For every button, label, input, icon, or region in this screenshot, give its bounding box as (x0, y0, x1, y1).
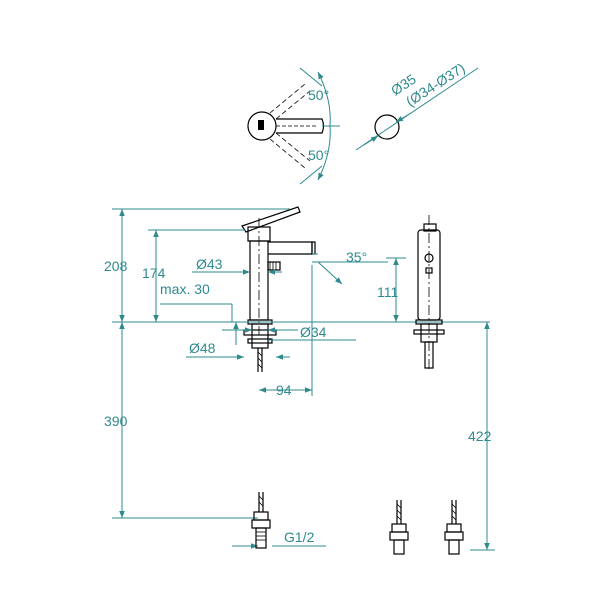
height-spout-label: 174 (142, 265, 166, 281)
spout-angle-label: 35° (346, 249, 367, 265)
rotation-lower-label: 50° (308, 147, 329, 163)
front-connector (251, 492, 271, 549)
hose-length-left-label: 390 (104, 413, 128, 429)
shank-diameter-label: Ø34 (300, 324, 327, 340)
deck-thickness-label: max. 30 (160, 281, 210, 297)
front-view-dimensions: 208 174 Ø43 35° 111 max. 30 Ø34 Ø48 (104, 208, 490, 549)
side-view-dimensions: 422 (468, 322, 495, 551)
base-diameter-label: Ø48 (189, 340, 216, 356)
hose-length-right-label: 422 (468, 428, 492, 444)
spout-height-label: 111 (377, 284, 398, 300)
side-connector-2 (444, 500, 464, 555)
connection-thread-label: G1/2 (284, 529, 315, 545)
spout-reach-label: 94 (276, 382, 292, 398)
top-view-hole: Ø35 (Ø34-Ø37) (355, 60, 479, 151)
side-view-tap (413, 215, 445, 372)
side-connector-1 (389, 500, 409, 555)
top-view-lever: 50° 50° (247, 67, 340, 185)
height-total-label: 208 (104, 258, 128, 274)
front-view-tap (241, 206, 316, 372)
body-diameter-label: Ø43 (196, 256, 223, 272)
rotation-upper-label: 50° (308, 87, 329, 103)
